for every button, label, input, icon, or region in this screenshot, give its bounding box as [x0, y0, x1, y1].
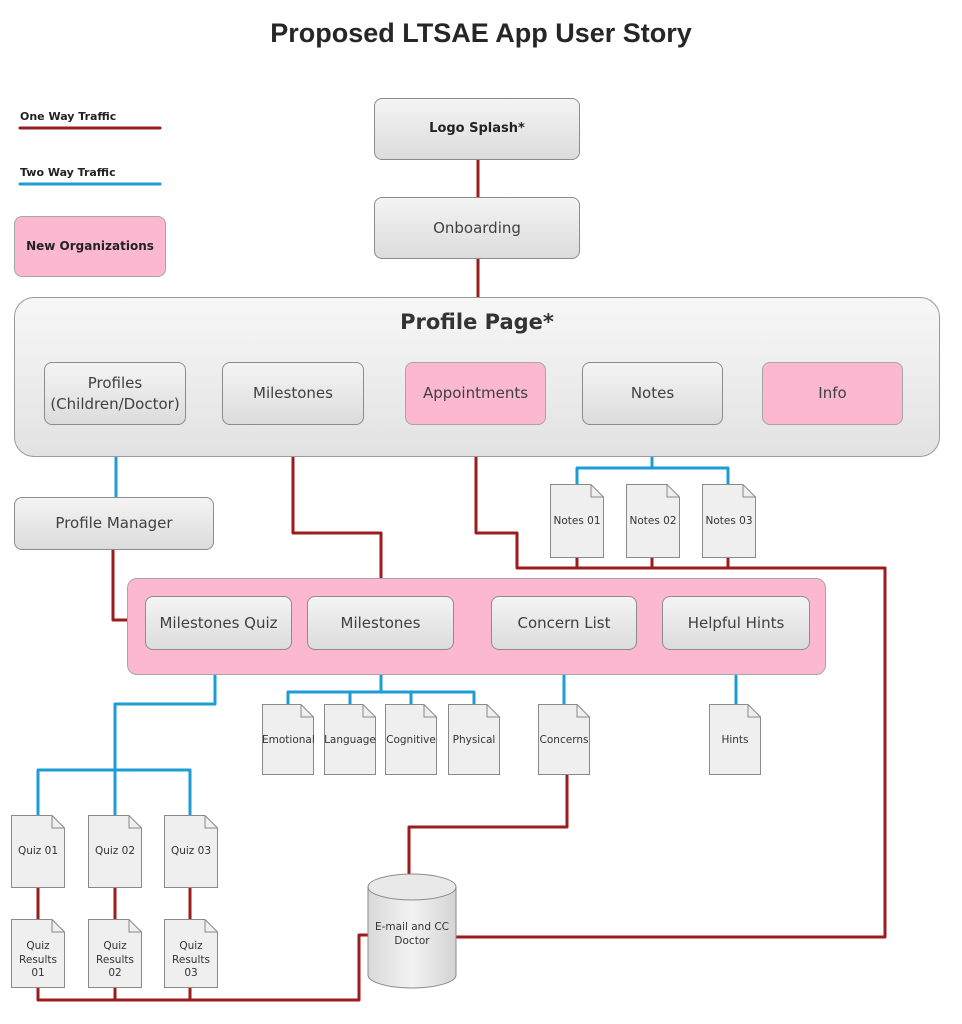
notes-02-doc[interactable]: Notes 02 — [626, 484, 680, 558]
database-label: E-mail and CC Doctor — [374, 921, 449, 948]
quiz-03-doc[interactable]: Quiz 03 — [164, 815, 218, 888]
emotional-label: Emotional — [262, 734, 315, 746]
quiz-01-label: Quiz 01 — [17, 845, 59, 857]
milestones-node[interactable]: Milestones — [222, 362, 364, 425]
profile-page-title: Profile Page* — [400, 310, 554, 334]
notes-01-label: Notes 01 — [553, 515, 601, 527]
notes-03-label: Notes 03 — [705, 515, 753, 527]
emotional-doc[interactable]: Emotional — [262, 704, 315, 775]
concerns-label: Concerns — [539, 734, 589, 746]
profile-manager-node[interactable]: Profile Manager — [14, 497, 214, 550]
helpful-hints-node[interactable]: Helpful Hints — [662, 596, 810, 650]
notes-03-doc[interactable]: Notes 03 — [702, 484, 756, 558]
legend-new-organizations: New Organizations — [14, 216, 166, 277]
language-doc[interactable]: Language — [324, 704, 376, 775]
quiz-results-02-doc[interactable]: Quiz Results 02 — [88, 919, 142, 988]
concerns-doc[interactable]: Concerns — [538, 704, 590, 775]
notes-node[interactable]: Notes — [582, 362, 723, 425]
quiz-results-01-label: Quiz Results 01 — [19, 940, 57, 980]
quiz-results-02-label: Quiz Results 02 — [96, 940, 134, 980]
org-milestones-node[interactable]: Milestones — [307, 596, 454, 650]
hints-doc[interactable]: Hints — [709, 704, 761, 775]
quiz-results-03-label: Quiz Results 03 — [172, 940, 210, 980]
quiz-results-01-doc[interactable]: Quiz Results 01 — [11, 919, 65, 988]
language-label: Language — [324, 734, 376, 746]
appointments-node[interactable]: Appointments — [405, 362, 546, 425]
quiz-03-label: Quiz 03 — [170, 845, 212, 857]
notes-02-label: Notes 02 — [629, 515, 677, 527]
quiz-results-03-doc[interactable]: Quiz Results 03 — [164, 919, 218, 988]
onboarding-node[interactable]: Onboarding — [374, 197, 580, 259]
cognitive-label: Cognitive — [386, 734, 436, 746]
info-node[interactable]: Info — [762, 362, 903, 425]
concern-list-node[interactable]: Concern List — [491, 596, 637, 650]
quiz-02-label: Quiz 02 — [94, 845, 136, 857]
milestones-quiz-node[interactable]: Milestones Quiz — [145, 596, 292, 650]
quiz-02-doc[interactable]: Quiz 02 — [88, 815, 142, 888]
physical-doc[interactable]: Physical — [448, 704, 500, 775]
profiles-node[interactable]: Profiles (Children/Doctor) — [44, 362, 186, 425]
legend-two-way-label: Two Way Traffic — [20, 166, 116, 179]
logo-splash-node[interactable]: Logo Splash* — [374, 98, 580, 160]
email-doctor-database[interactable]: E-mail and CC Doctor — [367, 873, 457, 989]
quiz-01-doc[interactable]: Quiz 01 — [11, 815, 65, 888]
diagram-title: Proposed LTSAE App User Story — [270, 18, 692, 48]
notes-01-doc[interactable]: Notes 01 — [550, 484, 604, 558]
physical-label: Physical — [452, 734, 496, 746]
hints-label: Hints — [721, 734, 749, 746]
legend-one-way-label: One Way Traffic — [20, 110, 117, 123]
cognitive-doc[interactable]: Cognitive — [385, 704, 437, 775]
